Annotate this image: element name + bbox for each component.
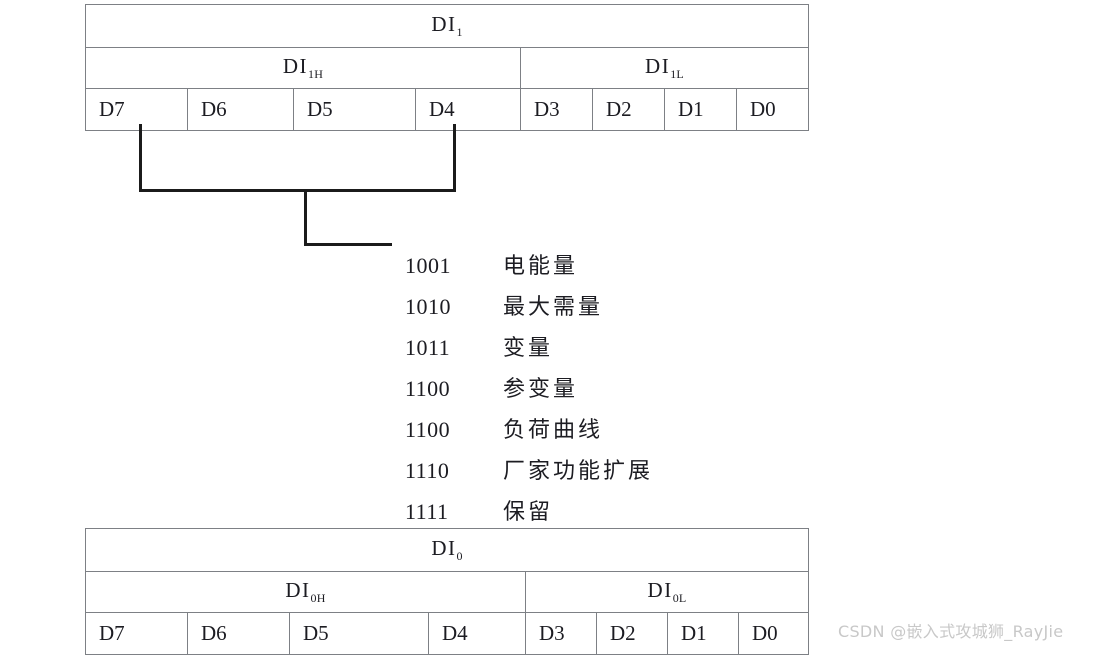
code-meaning: 参变量	[503, 376, 579, 401]
di1-bit-d7: D7	[85, 88, 188, 131]
code-meaning: 最大需量	[503, 294, 604, 319]
di1-high-group-cell: DI1H	[85, 47, 521, 89]
di1-bitfield-table: DI1 DI1H DI1L D7 D6 D5 D4 D3 D2 D1 D0	[85, 4, 809, 131]
di0-bit-d4: D4	[428, 612, 526, 655]
di1-bit-d2: D2	[592, 88, 665, 131]
code-list-item: 1100 负荷曲线	[405, 412, 825, 453]
bracket-right-stub	[453, 124, 456, 192]
di0h-label-sub: 0H	[310, 591, 326, 606]
code-list-item: 1100 参变量	[405, 371, 825, 412]
di1-low-group-cell: DI1L	[520, 47, 809, 89]
code-value: 1111	[405, 499, 449, 524]
di0-bit-d0: D0	[738, 612, 809, 655]
di0-title-cell: DI0	[85, 528, 809, 572]
di1h-label-sub: 1H	[308, 67, 324, 82]
di0-bit-d5: D5	[289, 612, 429, 655]
di1-bit-d6: D6	[187, 88, 294, 131]
code-value: 1100	[405, 376, 451, 401]
di0-low-group-cell: DI0L	[525, 571, 809, 613]
code-list-item: 1001 电能量	[405, 248, 825, 289]
di1-bit-d1: D1	[664, 88, 737, 131]
code-value: 1010	[405, 294, 451, 319]
di0-bits-row: D7 D6 D5 D4 D3 D2 D1 D0	[85, 612, 809, 655]
di1-bits-row: D7 D6 D5 D4 D3 D2 D1 D0	[85, 88, 809, 131]
bracket-horizontal-bar	[139, 189, 456, 192]
bracket-pointer-arm	[304, 243, 392, 246]
di0-title-sub: 0	[456, 549, 463, 564]
di1l-label-sub: 1L	[670, 67, 684, 82]
code-value: 1011	[405, 335, 451, 360]
di1l-label-main: DI	[645, 53, 671, 78]
di0-title-main: DI	[431, 535, 457, 560]
di1h-label-main: DI	[282, 53, 309, 78]
code-meaning-list: 1001 电能量 1010 最大需量 1011 变量 1100 参变量 1100…	[405, 248, 825, 535]
di1-bit-d4: D4	[415, 88, 521, 131]
di0l-label-sub: 0L	[672, 591, 687, 606]
code-list-item: 1111 保留	[405, 494, 825, 535]
di0-bit-d2: D2	[596, 612, 668, 655]
di0-bit-d6: D6	[187, 612, 290, 655]
di1-title-cell: DI1	[85, 4, 809, 48]
code-value: 1001	[405, 253, 451, 278]
di0h-label-main: DI	[285, 577, 311, 602]
code-meaning: 负荷曲线	[503, 417, 604, 442]
di1-bit-d5: D5	[293, 88, 416, 131]
di1-bit-d3: D3	[520, 88, 593, 131]
di0-bit-d1: D1	[667, 612, 739, 655]
bracket-middle-descender	[304, 189, 307, 246]
code-value: 1100	[405, 417, 451, 442]
bracket-left-stub	[139, 124, 142, 192]
di0-high-group-cell: DI0H	[85, 571, 526, 613]
di1-title-sub: 1	[456, 25, 463, 40]
di1-group-row: DI1H DI1L	[85, 47, 809, 89]
di0-bitfield-table: DI0 DI0H DI0L D7 D6 D5 D4 D3 D2 D1 D0	[85, 528, 809, 655]
di0-bit-d7: D7	[85, 612, 188, 655]
di0-title-row: DI0	[85, 528, 809, 572]
csdn-watermark: CSDN @嵌入式攻城狮_RayJie	[838, 622, 1064, 641]
code-meaning: 变量	[503, 335, 554, 360]
code-list-item: 1011 变量	[405, 330, 825, 371]
di1-title-main: DI	[431, 11, 457, 36]
code-meaning: 保留	[503, 499, 554, 524]
di0l-label-main: DI	[647, 577, 673, 602]
di0-group-row: DI0H DI0L	[85, 571, 809, 613]
code-list-item: 1110 厂家功能扩展	[405, 453, 825, 494]
code-list-item: 1010 最大需量	[405, 289, 825, 330]
di0-bit-d3: D3	[525, 612, 597, 655]
code-meaning: 电能量	[503, 253, 579, 278]
code-meaning: 厂家功能扩展	[503, 458, 654, 483]
di1-title-row: DI1	[85, 4, 809, 48]
di1-bit-d0: D0	[736, 88, 809, 131]
code-value: 1110	[405, 458, 450, 483]
